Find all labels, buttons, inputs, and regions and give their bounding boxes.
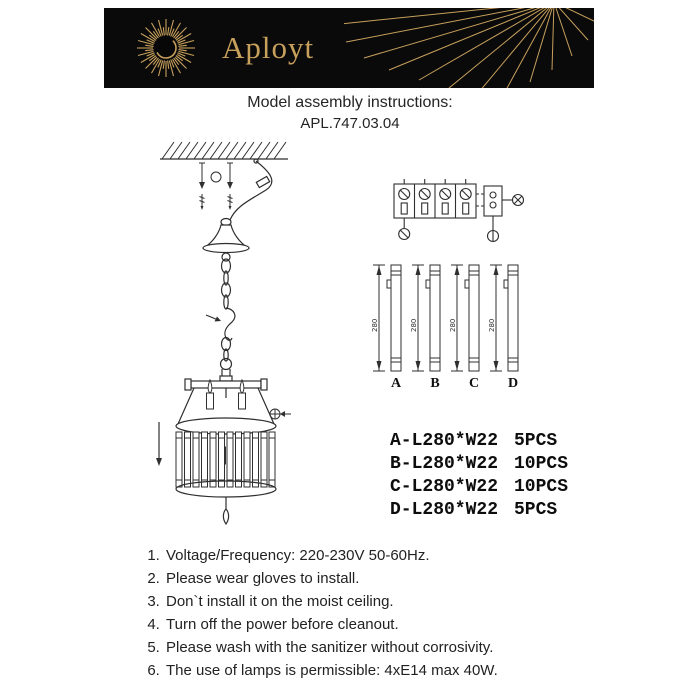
ceiling-canopy bbox=[202, 217, 250, 262]
instruction-item: Turn off the power before cleanout. bbox=[164, 617, 634, 633]
bar-dimension-label: 280 bbox=[411, 319, 418, 332]
part-qty: 5PCS bbox=[514, 500, 558, 520]
instructions-list: Voltage/Frequency: 220-230V 50-60Hz. Ple… bbox=[128, 548, 634, 686]
crystal-bar-column: 280 C bbox=[450, 262, 484, 392]
crystal-bar-column: 280 D bbox=[489, 262, 523, 392]
model-number: APL.747.03.04 bbox=[300, 115, 400, 132]
part-code: D-L280*W22 bbox=[390, 500, 499, 520]
instruction-item: The use of lamps is permissible: 4xE14 m… bbox=[164, 663, 634, 679]
direction-arrow bbox=[156, 422, 162, 466]
bar-label: B bbox=[430, 376, 440, 391]
instruction-item: Don`t install it on the moist ceiling. bbox=[164, 594, 634, 610]
instruction-item: Voltage/Frequency: 220-230V 50-60Hz. bbox=[164, 548, 634, 564]
crystal-cage bbox=[175, 417, 277, 498]
power-cable bbox=[229, 158, 273, 221]
crystal-bar-a-diagram: 280 bbox=[372, 264, 402, 372]
crystal-bar-column: 280 A bbox=[372, 262, 406, 392]
sheet-title: Model assembly instructions: bbox=[247, 94, 453, 111]
crystal-bars-section: 280 A 280 B 280 C 280 D bbox=[372, 262, 523, 392]
part-row: A-L280*W22 5PCS bbox=[390, 430, 568, 453]
crystal-bar-c-diagram: 280 bbox=[450, 264, 480, 372]
instruction-item: Please wash with the sanitizer without c… bbox=[164, 640, 634, 656]
frame-top-bar bbox=[177, 369, 275, 425]
part-code: A-L280*W22 bbox=[390, 431, 499, 451]
title-block: Model assembly instructions: APL.747.03.… bbox=[0, 94, 700, 132]
bar-label: A bbox=[390, 376, 402, 391]
brand-banner: Aployt bbox=[104, 8, 594, 88]
bottom-finial bbox=[222, 497, 230, 526]
sunburst-logo-icon bbox=[136, 18, 196, 78]
ceiling-hatch bbox=[160, 141, 288, 160]
corner-rays-icon bbox=[344, 8, 594, 88]
parts-list: A-L280*W22 5PCS B-L280*W22 10PCS C-L280*… bbox=[390, 430, 568, 522]
crystal-bar-d-diagram: 280 bbox=[489, 264, 519, 372]
lamp-symbol bbox=[486, 193, 525, 243]
part-qty: 10PCS bbox=[514, 477, 569, 497]
part-row: D-L280*W22 5PCS bbox=[390, 499, 568, 522]
bar-dimension-label: 280 bbox=[450, 319, 457, 332]
part-code: C-L280*W22 bbox=[390, 477, 499, 497]
part-row: C-L280*W22 10PCS bbox=[390, 476, 568, 499]
brand-name: Aployt bbox=[222, 30, 315, 65]
part-qty: 5PCS bbox=[514, 431, 558, 451]
connector-module bbox=[476, 185, 503, 217]
terminal-screws bbox=[398, 179, 472, 215]
attach-point-marker bbox=[269, 408, 291, 420]
wiring-diagram bbox=[393, 179, 525, 243]
bar-dimension-label: 280 bbox=[489, 319, 496, 332]
chain-hook bbox=[205, 307, 236, 341]
part-code: B-L280*W22 bbox=[390, 454, 499, 474]
hanging-chain bbox=[219, 258, 233, 371]
part-row: B-L280*W22 10PCS bbox=[390, 453, 568, 476]
bar-label: C bbox=[468, 376, 480, 391]
ground-terminal bbox=[398, 218, 411, 241]
chandelier-assembly-diagram bbox=[156, 141, 291, 526]
bar-label: D bbox=[507, 376, 519, 391]
instruction-item: Please wear gloves to install. bbox=[164, 571, 634, 587]
part-qty: 10PCS bbox=[514, 454, 569, 474]
crystal-bar-column: 280 B bbox=[411, 262, 445, 392]
mounting-hardware bbox=[199, 162, 233, 210]
crystal-bar-b-diagram: 280 bbox=[411, 264, 441, 372]
bar-dimension-label: 280 bbox=[372, 319, 379, 332]
